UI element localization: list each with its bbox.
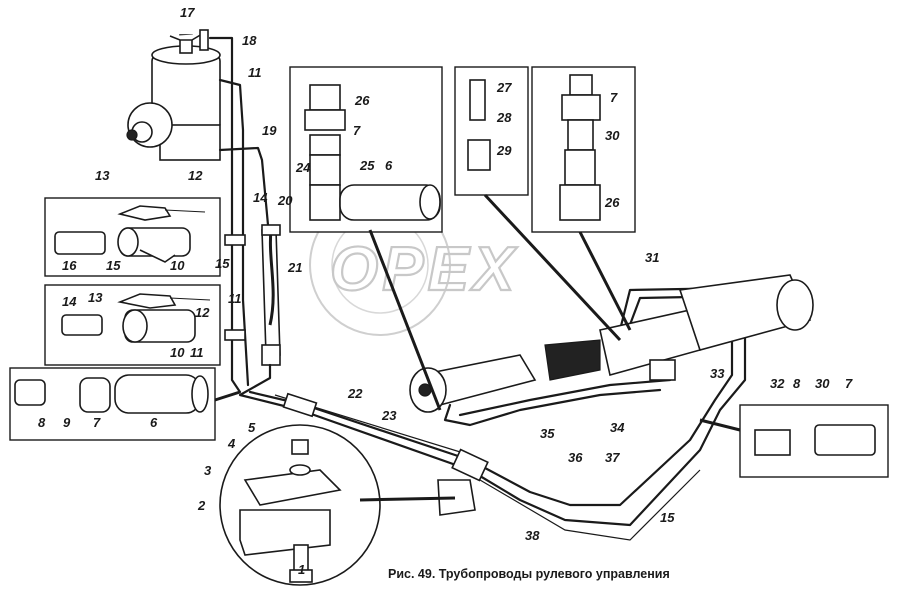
label-14: 14 [253,190,268,205]
label-25: 25 [359,158,375,173]
label-16: 16 [62,258,77,273]
label-32: 32 [770,376,785,391]
label-18: 18 [242,33,257,48]
label-30-right: 30 [815,376,830,391]
label-7-right: 7 [610,90,618,105]
label-13-a: 13 [95,168,110,183]
label-24: 24 [295,160,311,175]
label-7-top: 7 [353,123,361,138]
label-37: 37 [605,450,620,465]
label-34: 34 [610,420,625,435]
label-13-b: 13 [88,290,103,305]
label-22: 22 [347,386,363,401]
label-15-left: 15 [215,256,230,271]
label-23: 23 [381,408,397,423]
part-number-labels: 1 2 3 4 5 6 6 7 7 7 7 8 8 9 10 10 11 11 … [38,5,853,577]
label-12-b: 12 [195,305,210,320]
label-11-top: 11 [248,65,262,80]
detail-box-clamp-a [44,197,221,277]
pipe-clamps [224,234,489,516]
label-9: 9 [63,415,71,430]
detail-box-fittings-small [454,66,622,342]
label-33: 33 [710,366,725,381]
label-36: 36 [568,450,583,465]
figure-caption: Рис. 49. Трубопроводы рулевого управлени… [388,567,670,581]
watermark: OPEX [309,194,518,336]
label-8-right: 8 [793,376,801,391]
detail-circle-clamp-bolt [219,424,456,586]
detail-box-clamp-b [44,284,221,366]
label-3: 3 [204,463,212,478]
label-29: 29 [496,143,512,158]
label-27: 27 [496,80,512,95]
label-1: 1 [298,562,305,577]
label-7-lower: 7 [845,376,853,391]
label-38: 38 [525,528,540,543]
label-10-b: 10 [170,345,185,360]
label-4: 4 [227,436,236,451]
oil-reservoir-pump [126,29,221,161]
label-30-top: 30 [605,128,620,143]
detail-box-fittings-center [289,66,443,411]
label-12-a: 12 [188,168,203,183]
label-35: 35 [540,426,555,441]
label-26-top: 26 [354,93,370,108]
label-2: 2 [197,498,206,513]
label-20: 20 [277,193,293,208]
label-11-box: 11 [190,345,204,360]
label-15-box: 15 [106,258,121,273]
label-14-box: 14 [62,294,77,309]
label-26-right: 26 [604,195,620,210]
detail-box-fittings-left [9,367,241,441]
watermark-text: OPEX [330,235,518,304]
detail-box-fittings-right [531,66,636,331]
label-28: 28 [496,110,512,125]
label-19: 19 [262,123,277,138]
label-10-a: 10 [170,258,185,273]
label-8-left: 8 [38,415,46,430]
label-15-right: 15 [660,510,675,525]
label-17: 17 [180,5,195,20]
label-11-mid: 11 [228,291,242,306]
label-21: 21 [287,260,302,275]
label-31: 31 [645,250,659,265]
label-6-top: 6 [385,158,393,173]
detail-box-fittings-lower-right [699,404,889,478]
label-5: 5 [248,420,256,435]
power-cylinder [409,274,814,427]
label-6-left: 6 [150,415,158,430]
label-7-left: 7 [93,415,101,430]
